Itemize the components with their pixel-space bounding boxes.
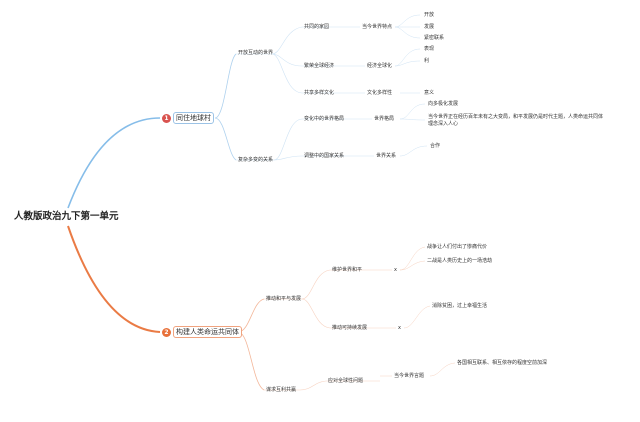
b1-s2-a-sub[interactable]: 世界格局 — [374, 116, 395, 122]
b2-s1-a-x: x — [394, 267, 397, 273]
b1-s1-b-leaf-2[interactable]: 利 — [424, 58, 430, 64]
b1-s1-a-leaf-2[interactable]: 发展 — [424, 24, 435, 30]
b1-s1-c-sub[interactable]: 文化多样性 — [367, 90, 393, 96]
b2-s2-a-leaf-1[interactable]: 各国相互联系、相互依存的程度空前加深 — [457, 360, 548, 366]
b1-s2-a-leaf-1[interactable]: 向多极化发展 — [428, 101, 459, 107]
branch1-main-line — [67, 117, 161, 209]
branch1-number-icon: 1 — [162, 113, 171, 123]
b1-s1-a-label[interactable]: 共同的家园 — [304, 24, 330, 30]
b2-s1-b-label[interactable]: 推动可持续发展 — [332, 325, 368, 331]
b1-s1-b-leaf-1[interactable]: 表现 — [424, 46, 435, 52]
b1-s1-a-leaf-3[interactable]: 紧密联系 — [424, 35, 445, 41]
b1-s2-b-sub[interactable]: 世界关系 — [376, 153, 397, 159]
b2-s2-a-label[interactable]: 应对全球性问题 — [328, 378, 364, 384]
b2-s1-a-leaf-2[interactable]: 二战是人类历史上的一场浩劫 — [427, 258, 493, 264]
branch2-title: 构建人类命运共同体 — [173, 326, 242, 338]
b2-s2-label[interactable]: 谋求互利共赢 — [266, 387, 297, 393]
b1-s1-a-sub[interactable]: 当今世界特点 — [362, 24, 393, 30]
branch1-title: 同住地球村 — [173, 112, 214, 124]
b1-s1-c-label[interactable]: 共享多样文化 — [304, 90, 335, 96]
b2-s1-b-leaf-1[interactable]: 消除贫困，过上幸福生活 — [432, 303, 488, 309]
b2-s1-a-label[interactable]: 维护世界和平 — [332, 267, 363, 273]
root-topic[interactable]: 人教版政治九下第一单元 — [14, 211, 119, 222]
branch2-number-icon: 2 — [162, 327, 171, 337]
b1-s1-label[interactable]: 开放互动的世界 — [238, 50, 274, 56]
b1-s2-a-label[interactable]: 变化中的世界格局 — [304, 116, 345, 122]
b1-s2-a-leaf-2-cont: 理念深入人心 — [428, 121, 459, 127]
b1-s2-b-label[interactable]: 调整中的国家关系 — [304, 153, 345, 159]
b1-s1-b-sub[interactable]: 经济全球化 — [367, 63, 393, 69]
branch2-main-line — [67, 225, 161, 333]
branch1-topic[interactable]: 1 同住地球村 — [162, 112, 214, 124]
b1-s1-b-label[interactable]: 繁荣全球经济 — [304, 63, 335, 69]
b2-s2-a-sub[interactable]: 当今世界言题 — [394, 373, 425, 379]
b1-s1-a-leaf-1[interactable]: 开放 — [424, 12, 435, 18]
b2-s1-b-x: x — [398, 325, 401, 331]
b1-s2-b-leaf-1[interactable]: 合作 — [430, 143, 441, 149]
b1-s1-c-leaf-1[interactable]: 意义 — [424, 90, 435, 96]
branch2-topic[interactable]: 2 构建人类命运共同体 — [162, 326, 242, 338]
b1-s2-label[interactable]: 复杂多变的关系 — [238, 157, 274, 163]
b1-s2-a-leaf-2[interactable]: 当今世界正在经历百年未有之大变局，和平发展仍是时代主题，人类命运共同体 — [428, 114, 604, 120]
b2-s1-a-leaf-1[interactable]: 战争让人们付出了惨痛代价 — [427, 244, 488, 250]
b2-s1-label[interactable]: 推动和平与发展 — [266, 296, 302, 302]
